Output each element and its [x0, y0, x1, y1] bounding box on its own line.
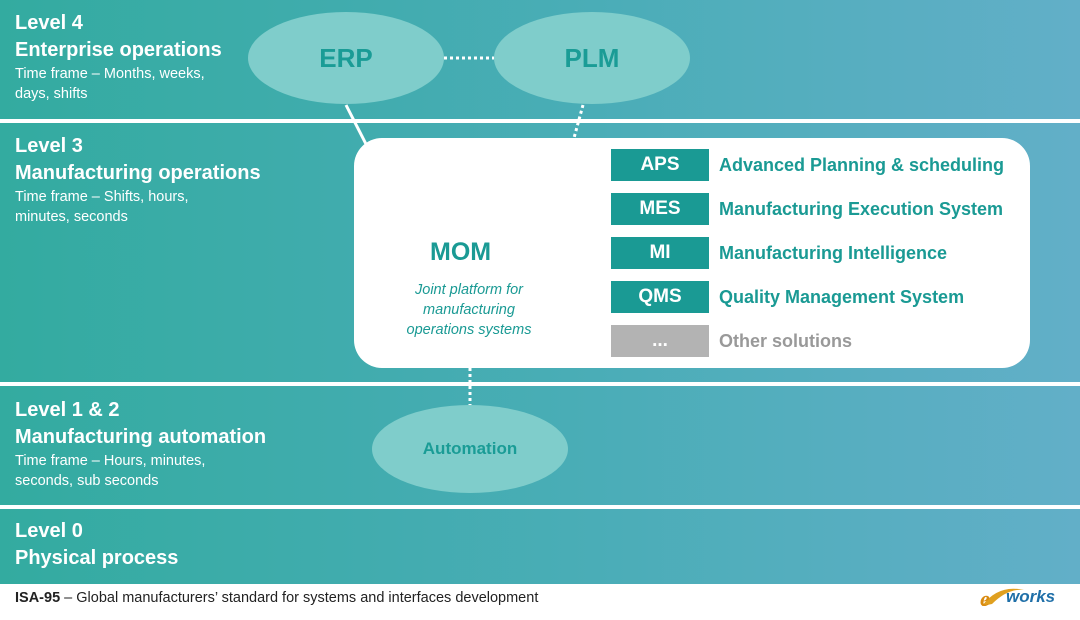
logo-e: e — [980, 586, 990, 611]
level-3-title: Level 3 — [15, 135, 83, 157]
eworks-logo-graphic: e works — [980, 586, 1055, 611]
footer-text: – Global manufacturers’ standard for sys… — [60, 590, 539, 606]
footer-standard: ISA-95 — [15, 590, 61, 606]
eworks-logo: e works — [978, 582, 1070, 612]
other-box: ... — [611, 325, 709, 357]
qms-box: QMS — [611, 281, 709, 313]
level-3-labels: Level 3 Manufacturing operations Time fr… — [15, 133, 261, 227]
qms-name: Quality Management System — [719, 287, 965, 307]
level-0-title: Level 0 — [15, 520, 83, 542]
mes-abbr: MES — [639, 198, 681, 219]
level-0-band — [0, 509, 1080, 584]
footer-caption: ISA-95 – Global manufacturers’ standard … — [15, 590, 538, 606]
mom-title: MOM — [430, 238, 492, 266]
level-0-name: Physical process — [15, 547, 179, 569]
level-3-timeframe: Time frame – Shifts, hours, minutes, sec… — [15, 189, 189, 225]
plm-label: PLM — [564, 42, 620, 73]
erp-label: ERP — [319, 42, 373, 73]
plm-ellipse: PLM — [494, 12, 690, 104]
mom-subtitle: Joint platform for manufacturing operati… — [406, 282, 532, 338]
mes-box: MES — [611, 193, 709, 225]
other-name: Other solutions — [719, 331, 853, 351]
aps-name: Advanced Planning & scheduling — [719, 155, 1005, 175]
level-1-2-labels: Level 1 & 2 Manufacturing automation Tim… — [15, 397, 266, 491]
mes-name: Manufacturing Execution System — [719, 199, 1004, 219]
level-4-timeframe: Time frame – Months, weeks, days, shifts — [15, 66, 205, 102]
level-1-2-timeframe: Time frame – Hours, minutes, seconds, su… — [15, 453, 206, 489]
automation-ellipse: Automation — [372, 405, 568, 493]
mi-box: MI — [611, 237, 709, 269]
level-0-labels: Level 0 Physical process — [15, 518, 178, 572]
mi-name: Manufacturing Intelligence — [719, 243, 948, 263]
level-4-title: Level 4 — [15, 12, 83, 34]
logo-works: works — [1006, 587, 1055, 606]
automation-label: Automation — [422, 439, 518, 458]
level-1-2-title: Level 1 & 2 — [15, 399, 120, 421]
qms-abbr: QMS — [638, 286, 682, 307]
other-abbr: ... — [652, 330, 668, 351]
level-1-2-name: Manufacturing automation — [15, 426, 267, 448]
erp-ellipse: ERP — [248, 12, 444, 104]
aps-box: APS — [611, 149, 709, 181]
level-4-name: Enterprise operations — [15, 39, 222, 61]
erp-mom-link — [344, 104, 370, 149]
aps-abbr: APS — [640, 154, 680, 175]
level-4-labels: Level 4 Enterprise operations Time frame… — [15, 10, 222, 104]
plm-mom-link — [572, 104, 585, 139]
mi-abbr: MI — [649, 242, 671, 263]
level-3-name: Manufacturing operations — [15, 162, 261, 184]
